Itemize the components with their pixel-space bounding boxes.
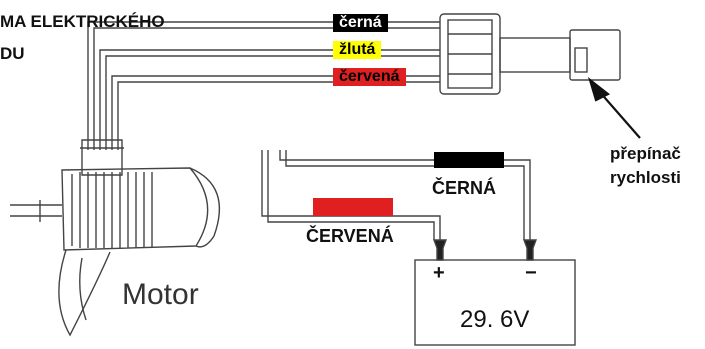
switch-label-line2: rychlosti xyxy=(610,168,681,187)
motor-shaft xyxy=(10,200,62,222)
battery-box xyxy=(414,259,576,346)
red-wire-tag xyxy=(313,198,393,216)
wire-to-positive-b xyxy=(267,150,435,240)
battery-minus-sign: − xyxy=(525,262,537,284)
motor-label: Motor xyxy=(122,278,199,311)
battery-negative-terminal xyxy=(522,239,538,261)
wire-black-b xyxy=(93,27,440,150)
battery-voltage: 29. 6V xyxy=(460,306,530,333)
wire-red-b xyxy=(117,81,440,150)
wire-tag-black: černá xyxy=(333,14,388,32)
switch-shaft xyxy=(499,37,571,73)
switch-arrow xyxy=(597,89,641,139)
motor-housing xyxy=(61,167,209,251)
wire-tag-yellow: žlutá xyxy=(333,41,382,59)
wire-tag-red: červená xyxy=(333,68,406,86)
motor-head xyxy=(81,139,123,176)
wire-to-negative-b xyxy=(285,150,525,240)
motor-fin xyxy=(58,249,111,337)
battery-plus-sign: + xyxy=(433,262,445,284)
switch-label-line1: přepínač xyxy=(610,144,681,163)
wire-black xyxy=(87,21,440,150)
wire-yellow-b xyxy=(105,55,440,150)
black-wire-tag xyxy=(434,152,504,168)
red-wire-label: ČERVENÁ xyxy=(306,226,394,246)
wire-red xyxy=(111,75,440,150)
battery-positive-terminal xyxy=(432,239,448,261)
wire-yellow xyxy=(99,49,440,150)
wire-to-negative xyxy=(279,150,531,240)
diagram-title-line1: MA ELEKTRICKÉHO xyxy=(0,12,165,31)
diagram-title-line2: DU xyxy=(0,44,25,63)
motor-end-cap xyxy=(189,167,221,248)
black-wire-label: ČERNÁ xyxy=(432,178,497,198)
